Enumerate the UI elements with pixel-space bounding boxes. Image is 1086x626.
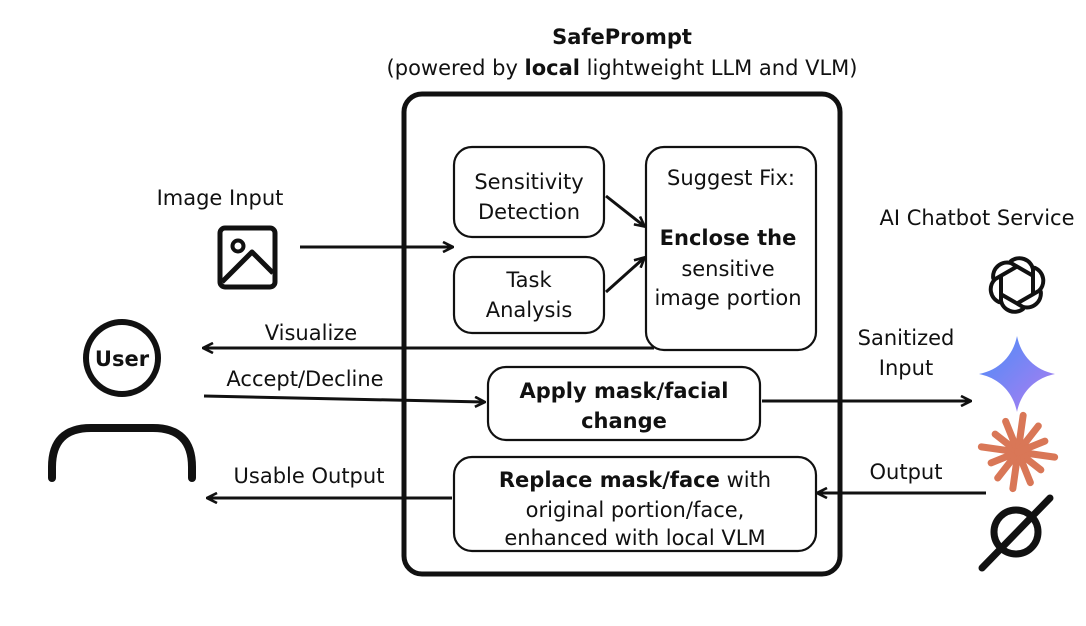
accept-decline-label: Accept/Decline xyxy=(226,367,383,391)
sanitized-label-2: Input xyxy=(879,356,933,380)
apply-mask-box: Apply mask/facial change xyxy=(486,365,762,442)
sanitized-label-1: Sanitized xyxy=(858,326,955,350)
visualize-label: Visualize xyxy=(265,321,357,345)
openai-icon xyxy=(988,256,1046,314)
sensitivity-detection-box: Sensitivity Detection xyxy=(452,145,606,239)
suggest-heading: Suggest Fix: xyxy=(667,166,795,190)
replace-line-2: original portion/face, xyxy=(526,498,745,522)
accept-decline-arrow xyxy=(203,394,484,402)
task-line-2: Analysis xyxy=(486,298,573,322)
replace-mask-box: Replace mask/face with original portion/… xyxy=(452,455,818,553)
sensitivity-line-1: Sensitivity xyxy=(474,170,583,194)
task-line-1: Task xyxy=(505,268,552,292)
grok-icon xyxy=(978,494,1054,572)
sensitivity-line-2: Detection xyxy=(478,200,580,224)
sensitivity-to-fix-arrow xyxy=(605,194,644,226)
gemini-icon xyxy=(979,336,1055,412)
suggest-line-2: image portion xyxy=(654,286,801,310)
image-icon xyxy=(217,225,278,290)
task-to-fix-arrow xyxy=(604,258,644,294)
user-label: User xyxy=(95,347,150,371)
replace-line-3: enhanced with local VLM xyxy=(504,526,765,550)
task-analysis-box: Task Analysis xyxy=(452,255,606,335)
replace-line-1: Replace mask/face with xyxy=(499,468,771,492)
claude-icon xyxy=(977,411,1059,493)
ai-chatbot-service-label: AI Chatbot Service xyxy=(879,206,1074,230)
claude-spoke xyxy=(1014,437,1049,456)
diagram-title: SafePrompt xyxy=(552,25,692,49)
diagram-subtitle: (powered by local lightweight LLM and VL… xyxy=(387,56,858,80)
suggest-fix-box: Suggest Fix: Enclose the sensitive image… xyxy=(644,145,818,352)
output-label: Output xyxy=(870,460,943,484)
apply-line-2: change xyxy=(581,409,667,433)
suggest-line-1: sensitive xyxy=(681,257,774,281)
image-input-label: Image Input xyxy=(157,186,284,210)
user-icon: User xyxy=(48,319,196,482)
apply-line-1: Apply mask/facial xyxy=(519,379,728,403)
suggest-bold: Enclose the xyxy=(660,226,797,250)
usable-output-label: Usable Output xyxy=(234,464,385,488)
